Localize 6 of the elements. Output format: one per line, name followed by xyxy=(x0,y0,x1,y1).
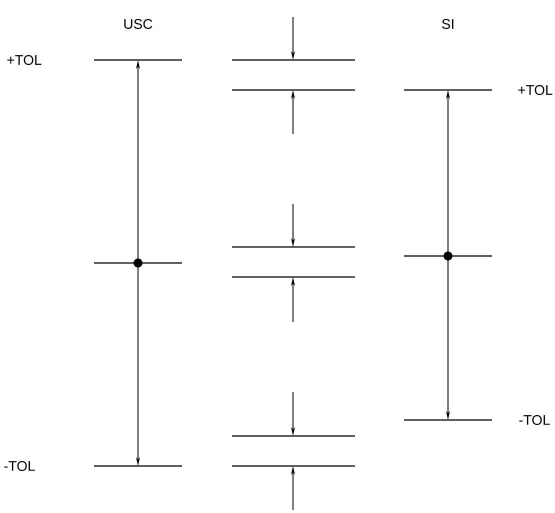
tolerance-label: +TOL xyxy=(7,55,42,65)
scale-label: USC xyxy=(124,19,152,29)
scale-label: SI xyxy=(442,19,454,29)
tolerance-label: -TOL xyxy=(4,461,35,471)
tolerance-label: +TOL xyxy=(518,85,552,95)
tolerance-label: -TOL xyxy=(519,415,550,425)
